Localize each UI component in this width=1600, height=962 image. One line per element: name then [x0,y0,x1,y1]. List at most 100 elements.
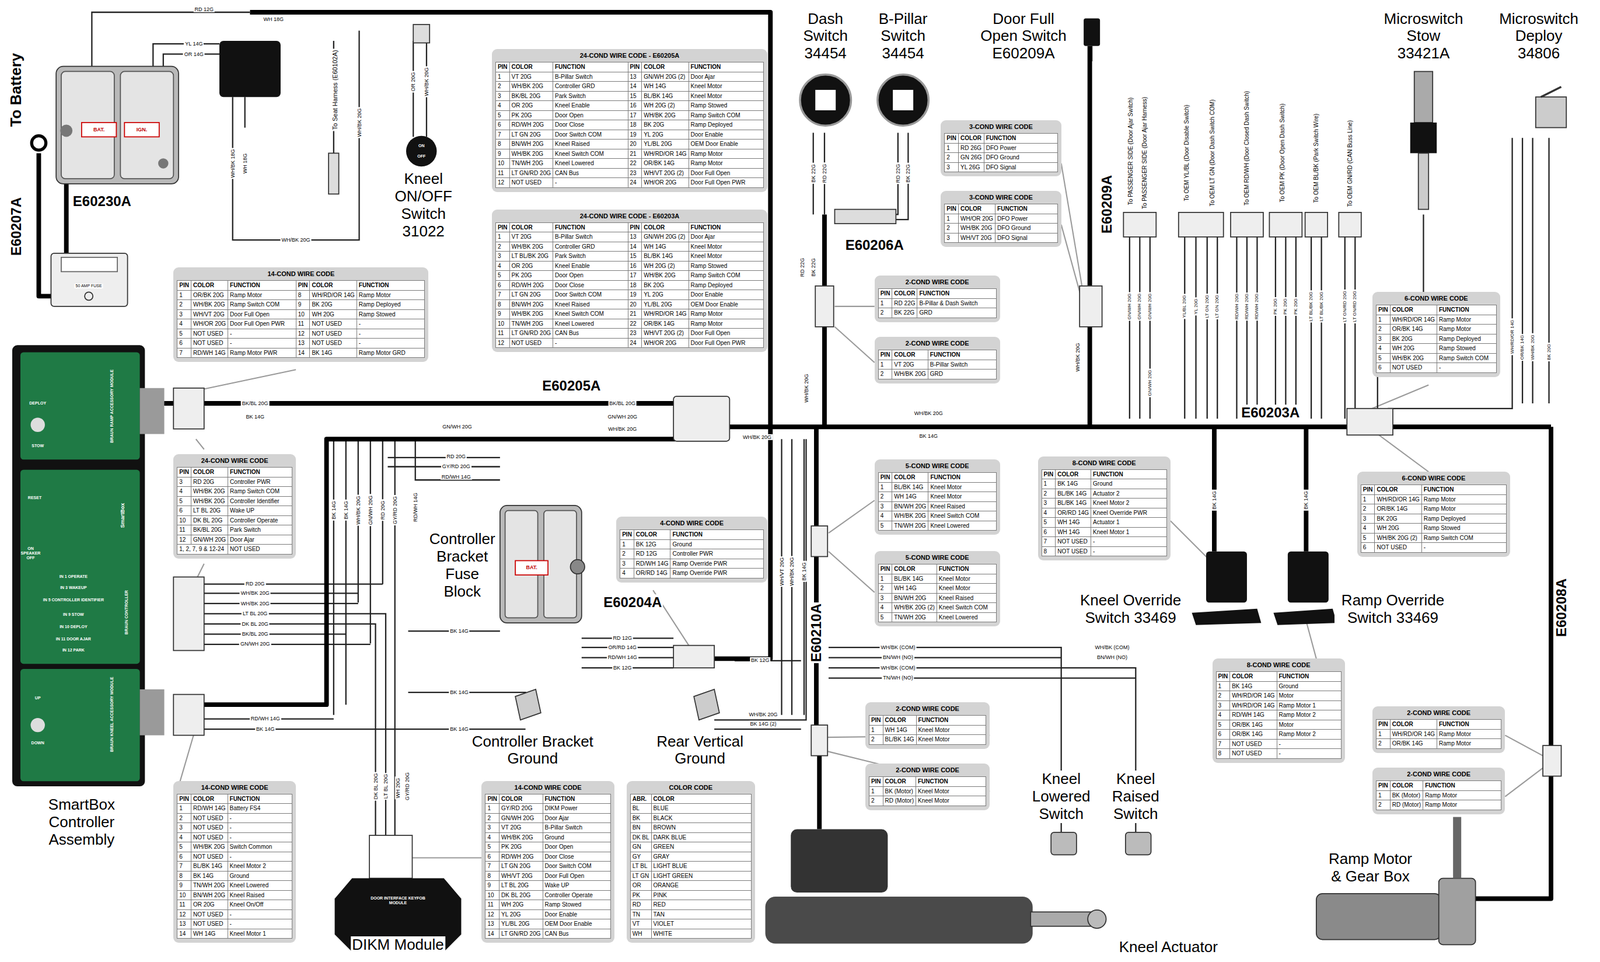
table-cell: 1 [1376,790,1390,800]
module-label: IN 1 OPERATE [59,574,88,579]
table-cell: GN [630,842,652,852]
table-cell: Kneel Raised [228,890,293,900]
wire-label: RD 20G [379,499,386,522]
table-header-cell: COLOR [1390,305,1437,315]
table-cell: 12 [485,909,499,920]
table-cell: Ramp Switch COM [228,299,296,310]
table-cell: Controller GRD [553,81,628,92]
table-cell: WH/RD/OR 14G [1230,690,1277,701]
table-header-cell: COLOR [509,62,553,72]
table-cell: BLUE [651,803,751,813]
table-cell: 7 [177,348,191,358]
table-cell: 24 [628,338,642,348]
table-cell: 2 [944,223,959,233]
table-cell: Kneel Motor [689,242,764,252]
table-header-cell: FUNCTION [553,222,628,233]
table-cell: Kneel Motor 1 [228,928,293,939]
table-cell: PINK [651,890,751,900]
table-cell: Wake UP [228,505,292,516]
table-cell: TN/WH 20G [892,612,936,623]
table-header-cell: COLOR [1374,484,1421,495]
table-cell: Ground [1277,681,1341,691]
wire-label: WH/BK 20G [606,425,638,432]
table-cell: WH/VT 20G [191,309,228,320]
table-cell: 12 [495,338,510,348]
wire-label: YL 14G [183,40,204,47]
table-header-cell: FUNCTION [1423,780,1501,791]
table-cell: Ground [543,832,611,843]
table-cell: WH 14G [641,242,688,252]
table-cell: OR 20G [191,899,228,910]
harness-id: E60206A [844,236,906,254]
table-cell: YL 20G [499,909,543,920]
table-cell: 12 [495,177,510,188]
table-cell: WH/BK 20G [509,242,553,252]
table-header-cell: COLOR [1390,719,1437,729]
table-cell: Controller PWR [670,549,764,559]
table-cell: OR/RD 14G [634,568,671,578]
wire-label: WH/BK 20G [802,372,809,404]
table-header-cell: FUNCTION [1091,469,1167,480]
table-cell: GN/WH 20G [191,535,228,545]
table-cell: 14 [628,81,642,92]
table-cell: PK 20G [509,270,553,281]
wire-label: To OEM YL/BL (Door Disable Switch) [1183,103,1191,203]
table-cell: RD/WH 14G [191,348,228,358]
table-cell: NOT USED [191,832,228,843]
table-header-cell: PIN [620,529,634,540]
table-cell: WHITE [651,928,751,939]
table-cell: Ramp Stowed [543,899,611,910]
component-label: Kneel ON/OFF Switch 31022 [389,170,457,241]
table-cell: GN 26G [958,152,984,163]
table-cell: Motor [1277,690,1341,701]
table-cell: 14 [628,242,642,252]
table-cell: 11 [177,899,191,910]
table-cell: Park Switch [553,251,628,261]
table-header-cell: PIN [177,794,191,804]
table-cell: Ramp Switch COM [689,270,764,281]
table-header-cell: PIN [296,280,310,291]
table-cell: WH 14G [1055,517,1091,527]
table-cell: 3 [1042,498,1056,508]
table-cell: 22 [628,319,642,329]
table-cell: Door Full Open PWR [228,319,296,329]
table-header-cell: COLOR [634,529,671,540]
table-cell: 2 [177,813,191,823]
table-cell: Park Switch [553,91,628,101]
table-cell: Kneel Lowered [553,319,628,329]
table-cell: Ramp Switch COM [228,486,292,496]
table-cell: 3 [177,477,191,487]
table-cell: NOT USED [191,813,228,823]
table-cell: YL/BL 20G [641,299,688,310]
table-cell: 8 [1216,748,1231,758]
table-cell: VT [630,919,652,929]
table-cell: BK 22G [892,308,917,318]
table-cell: 5 [495,110,510,121]
table-cell: Ramp Stowed [357,309,425,320]
table-cell: WH [630,928,652,939]
component-label: Dash Switch 34454 [796,10,855,64]
table-cell: 2 [495,81,510,92]
wire-label: WH/BK 20G [788,556,795,588]
table-cell: WH 14G [641,81,688,92]
harness-id: E60207A [8,196,25,257]
table-title: 3-COND WIRE CODE [944,122,1058,134]
table-cell: Controller PWR [228,477,292,487]
table-header-cell: FUNCTION [928,350,997,360]
table-cell: 5 [177,842,191,852]
table-cell: Kneel Lowered [928,521,996,531]
table-cell: Ramp Motor [1437,729,1501,739]
wire-label: To OEM PK (Door Open Dash Switch) [1279,102,1287,204]
wire-label: WH/BK 20G [239,599,271,606]
wire-table-grid: PINCOLORFUNCTIONPINCOLORFUNCTION1VT 20GB… [495,61,764,188]
wire-label: YL/BL 20G [1182,293,1188,319]
wire-label: RD 22G [798,256,805,279]
table-cell: Kneel Motor [689,251,764,261]
table-cell: BK 20G [641,120,688,130]
table-cell: - [357,319,425,329]
components [12,18,1567,952]
wire-label: OR/BK 14G [1520,333,1526,361]
wire-label: GN/WH 20G [239,640,272,647]
wire-label: WH/BK 20G [1529,333,1536,362]
wire-label: LT GN 20G [1204,293,1210,320]
